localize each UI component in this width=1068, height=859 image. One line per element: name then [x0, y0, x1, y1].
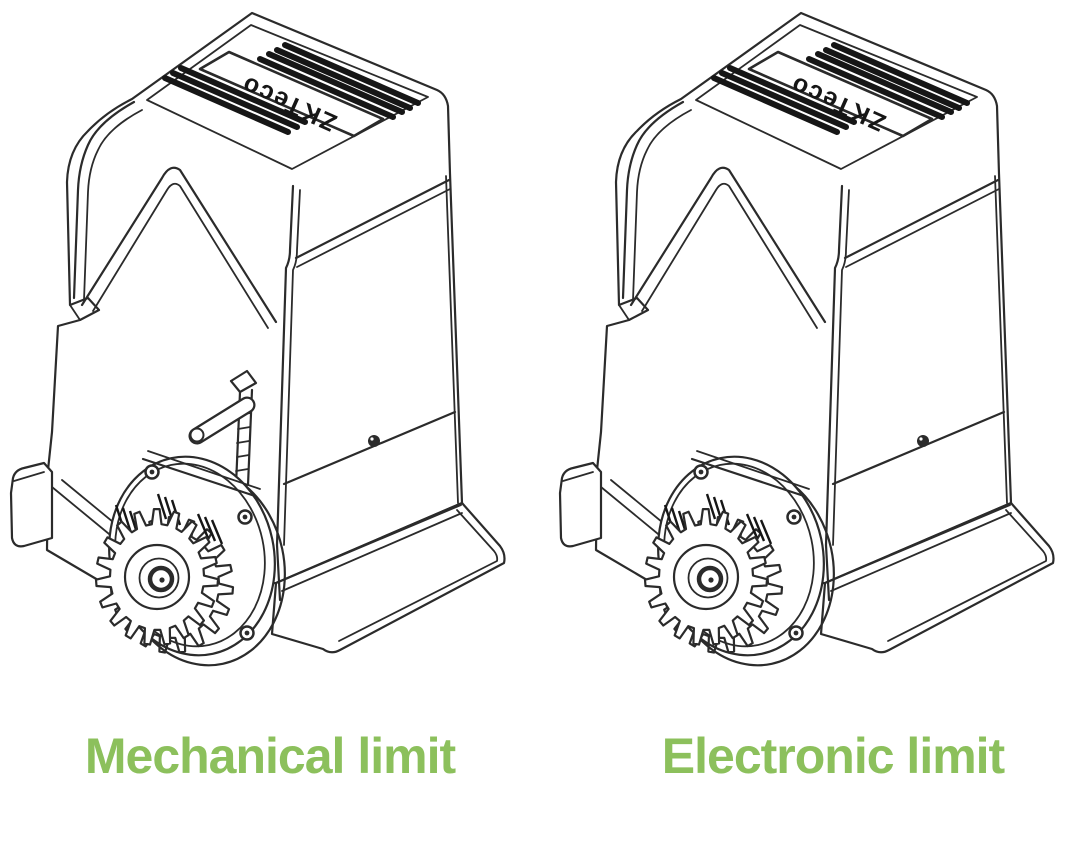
housing-body	[594, 11, 1013, 592]
plate-bolt	[239, 625, 255, 641]
drive-gear	[643, 493, 784, 654]
top-ribs	[711, 42, 970, 135]
gate-opener-illustration-mechanical: ZKTeco	[9, 11, 506, 667]
front-corner-edge	[824, 184, 850, 602]
base-plate-right	[270, 501, 506, 654]
plate-bolt	[693, 464, 709, 480]
plate-bolt	[788, 625, 804, 641]
hood-edge	[618, 100, 692, 321]
label-mechanical-limit: Mechanical limit	[84, 728, 456, 784]
side-screw	[917, 435, 929, 447]
base-plate-left	[558, 461, 603, 548]
front-corner-edge	[275, 184, 301, 602]
body-seams	[831, 175, 1008, 504]
label-electronic-limit: Electronic limit	[661, 728, 1005, 784]
gear-hub	[672, 543, 740, 611]
figure-mechanical: ZKTeco	[9, 11, 506, 784]
release-lever	[188, 369, 258, 487]
drive-gear	[94, 493, 235, 654]
front-cutout	[80, 166, 278, 329]
gear-hub	[123, 543, 191, 611]
body-seams	[282, 175, 459, 504]
base-plate-left	[9, 461, 54, 548]
side-screw	[368, 435, 380, 447]
plate-bolt	[237, 509, 253, 525]
gate-opener-illustration-electronic: ZKTeco	[558, 11, 1055, 667]
top-ribs	[162, 42, 421, 135]
release-handle	[188, 396, 256, 445]
plate-bolt	[144, 464, 160, 480]
hood-edge	[69, 100, 143, 321]
figure-electronic: ZKTeco	[534, 0, 1068, 859]
plate-bolt	[786, 509, 802, 525]
front-cutout	[629, 166, 827, 329]
housing-body	[45, 11, 464, 592]
base-plate-right	[819, 501, 1055, 654]
